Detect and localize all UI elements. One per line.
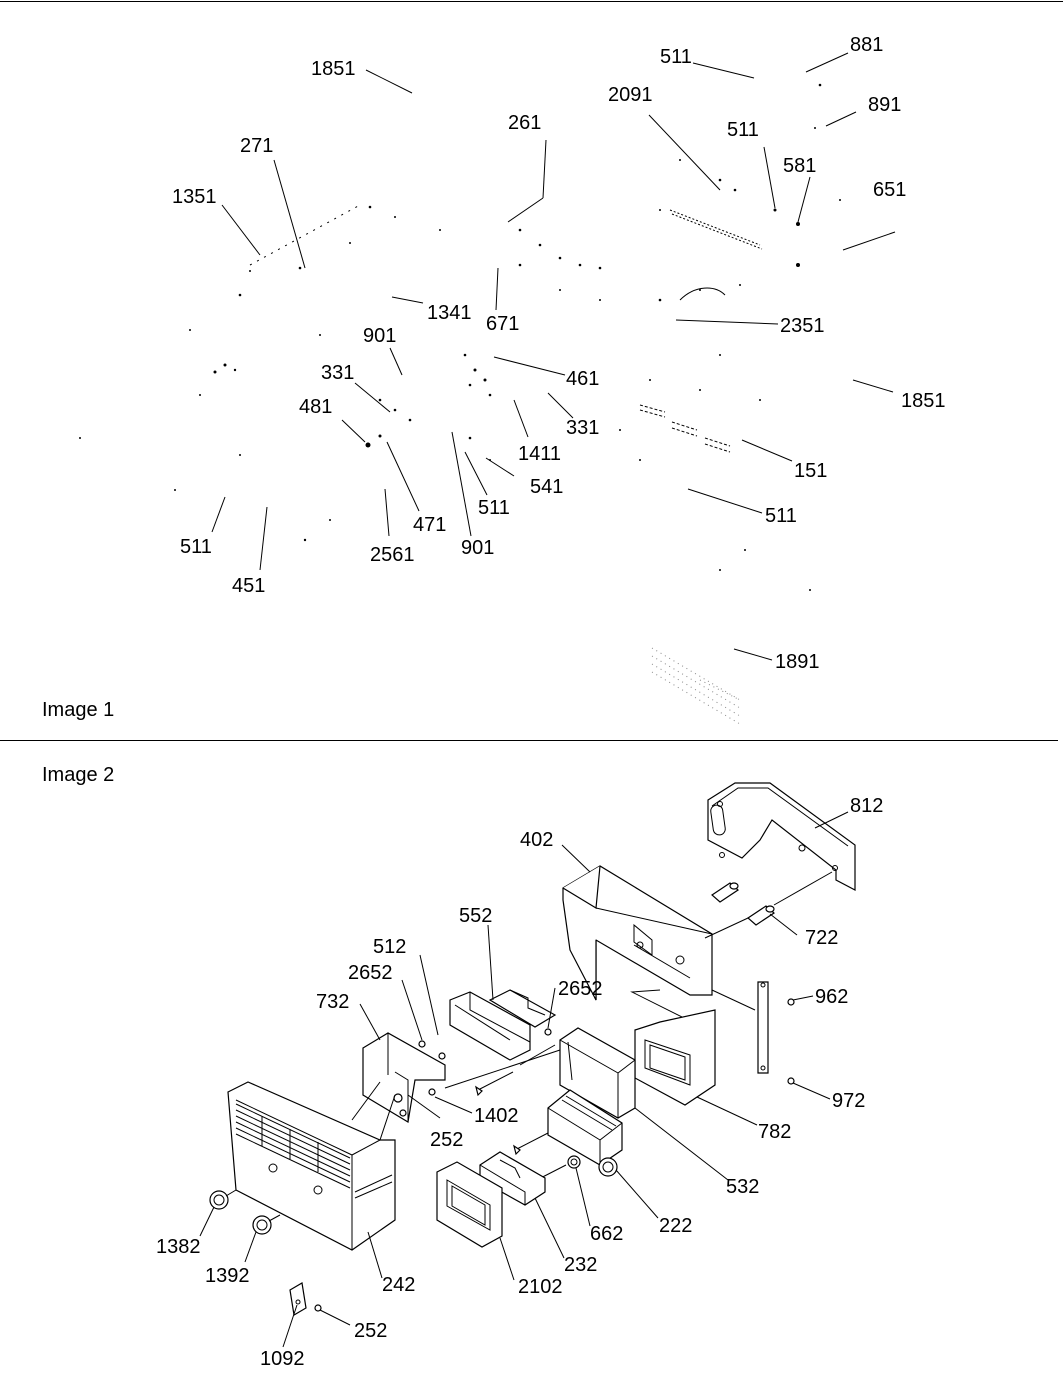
callout-242: 242 (382, 1274, 415, 1296)
callout-891: 891 (868, 94, 901, 116)
bracket-552 (449, 989, 557, 1061)
callout-222: 222 (659, 1215, 692, 1237)
callout-581: 581 (783, 155, 816, 177)
faint-part-dots (79, 83, 841, 591)
callout-2561: 2561 (370, 544, 415, 566)
callout-261: 261 (508, 112, 541, 134)
panel-label-image-2: Image 2 (42, 764, 115, 786)
callouts-image-1: 1851 271 1351 261 511 881 2091 891 511 5… (172, 34, 946, 673)
callout-471: 471 (413, 514, 446, 536)
callout-232: 232 (564, 1254, 597, 1276)
callout-481: 481 (299, 396, 332, 418)
callout-1092: 1092 (260, 1348, 305, 1370)
callout-511-lower-left: 511 (180, 536, 212, 558)
callout-722: 722 (805, 927, 838, 949)
callout-1382: 1382 (156, 1236, 201, 1258)
callout-512: 512 (373, 936, 406, 958)
panel-divider-rule (0, 740, 1058, 741)
callout-901-lower: 901 (461, 537, 494, 559)
callout-2351: 2351 (780, 315, 825, 337)
clip-1092 (289, 1282, 322, 1316)
screws (475, 1071, 581, 1186)
callout-881: 881 (850, 34, 883, 56)
faint-strip-parts (249, 204, 763, 453)
callout-2102: 2102 (518, 1276, 563, 1298)
callout-1402: 1402 (474, 1105, 519, 1127)
callout-541: 541 (530, 476, 563, 498)
callout-511-lower-right: 511 (765, 505, 797, 527)
callout-671: 671 (486, 313, 519, 335)
callout-271: 271 (240, 135, 273, 157)
frame-782 (634, 1009, 716, 1106)
bar-bracket-962 (711, 981, 795, 1085)
callout-732: 732 (316, 991, 349, 1013)
front-panel-242 (227, 1081, 396, 1251)
top-border-rule (0, 1, 1063, 2)
faint-mesh-grille (651, 647, 741, 725)
callout-1411: 1411 (518, 443, 561, 465)
spacers-722 (704, 871, 833, 939)
callout-1341: 1341 (427, 302, 472, 324)
bracket-732 (362, 1028, 552, 1123)
cover-532 (559, 1027, 636, 1119)
callout-2652-right: 2652 (558, 978, 603, 1000)
panel-label-image-1: Image 1 (42, 699, 115, 721)
callouts-image-2: 812 402 722 552 512 2652 2652 962 732 14… (156, 795, 883, 1370)
callout-1851-right: 1851 (901, 390, 946, 412)
callout-2652-left: 2652 (348, 962, 393, 984)
control-block-222 (547, 1089, 623, 1177)
callout-1392: 1392 (205, 1265, 250, 1287)
exploded-view-image-1: 1851 271 1351 261 511 881 2091 891 511 5… (79, 34, 946, 725)
callout-1351: 1351 (172, 186, 217, 208)
callout-461: 461 (566, 368, 599, 390)
callout-511-upper-right: 511 (727, 119, 759, 141)
callout-972: 972 (832, 1090, 865, 1112)
callout-962: 962 (815, 986, 848, 1008)
callout-532: 532 (726, 1176, 759, 1198)
callout-552: 552 (459, 905, 492, 927)
leader-lines-image-1 (211, 52, 896, 661)
plate-2102 (436, 1161, 503, 1248)
control-housing-402 (562, 865, 713, 1033)
explode-lines (351, 1044, 561, 1141)
callout-451: 451 (232, 575, 265, 597)
callout-511-top: 511 (660, 46, 692, 68)
callout-782: 782 (758, 1121, 791, 1143)
callout-151: 151 (794, 460, 827, 482)
callout-1891: 1891 (775, 651, 820, 673)
knob-holder-232 (479, 1151, 546, 1206)
front-panel-vent-grille (235, 1103, 351, 1189)
callout-252-lower: 252 (354, 1320, 387, 1342)
callout-901-upper: 901 (363, 325, 396, 347)
callout-331-right: 331 (566, 417, 599, 439)
callout-331-left: 331 (321, 362, 354, 384)
callout-252-upper: 252 (430, 1129, 463, 1151)
callout-511-center: 511 (478, 497, 510, 519)
callout-402: 402 (520, 829, 553, 851)
callout-1851-top: 1851 (311, 58, 356, 80)
leader-lines-image-2 (199, 811, 849, 1348)
callout-651: 651 (873, 179, 906, 201)
knobs (209, 1189, 281, 1235)
mounting-bracket-812 (707, 782, 856, 891)
callout-2091: 2091 (608, 84, 653, 106)
callout-812: 812 (850, 795, 883, 817)
callout-662: 662 (590, 1223, 623, 1245)
